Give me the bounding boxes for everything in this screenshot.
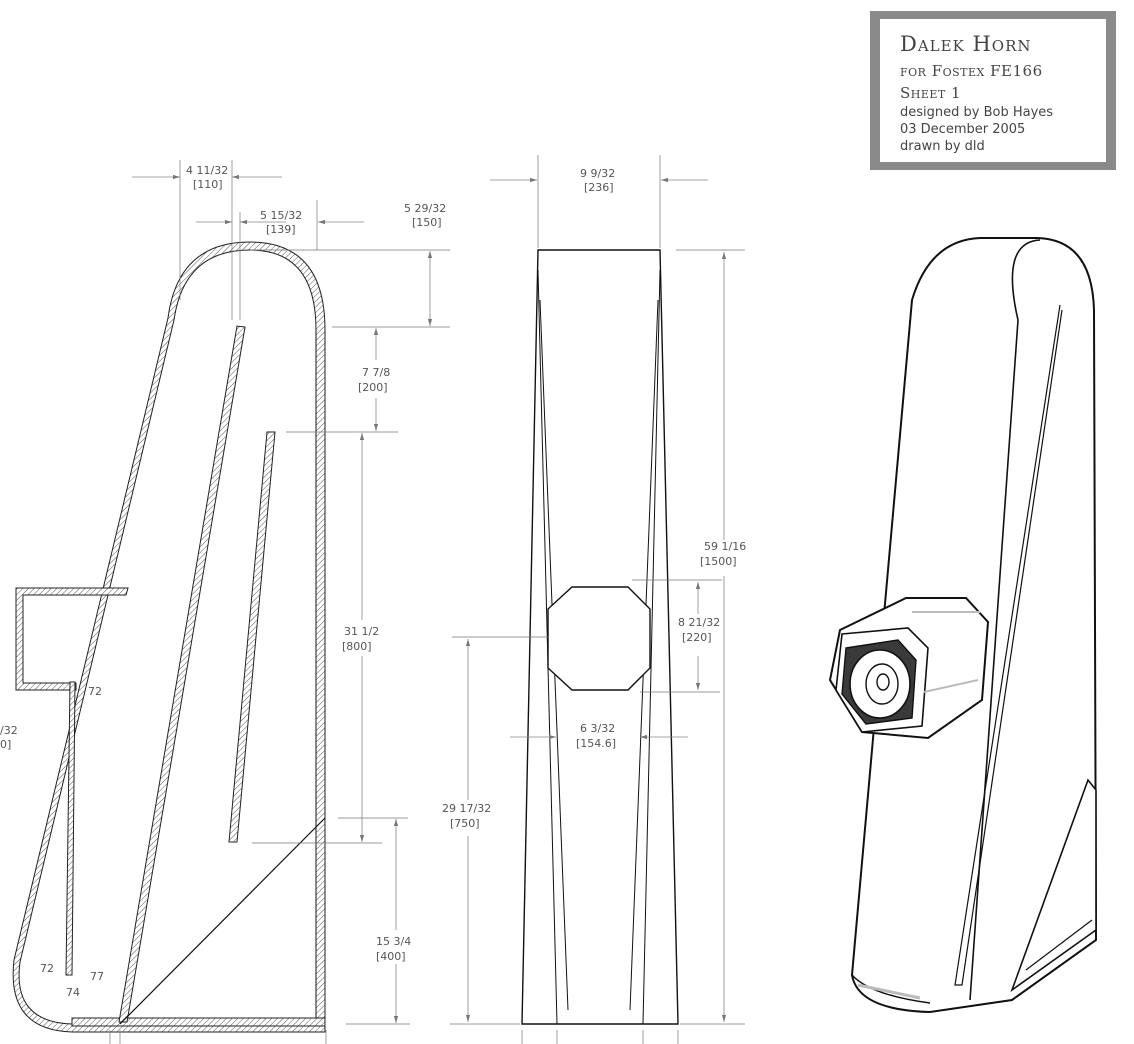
angle-label-4: 77 <box>90 970 104 983</box>
partition-long <box>118 325 246 1023</box>
bottom-plate <box>71 1017 326 1027</box>
dim-cut-partial-mm: 0] <box>0 738 11 751</box>
dim-59-1-16: 59 1/16 <box>704 540 746 553</box>
front-outline <box>521 249 679 1025</box>
angle-label-1: 72 <box>88 685 102 698</box>
outer-shell-wall <box>12 241 326 1033</box>
title-text: Dalek Horn <box>900 32 1032 56</box>
drafter-text: drawn by dld <box>900 139 985 154</box>
date-text: 03 December 2005 <box>900 122 1025 137</box>
dim-400: [400] <box>376 950 406 963</box>
dim-150: [150] <box>412 216 442 229</box>
title-block: Dalek Horn for Fostex FE166 Sheet 1 desi… <box>870 11 1116 170</box>
dim-4-11-32: 4 11/32 <box>186 164 228 177</box>
dim-5-15-32: 5 15/32 <box>260 209 302 222</box>
front-view: 9 9/32 [236] 59 1/16 [1500] 8 21/32 [220… <box>442 155 746 1044</box>
subtitle-text: for Fostex FE166 <box>900 62 1043 80</box>
sheet-text: Sheet 1 <box>900 84 961 102</box>
dim-200: [200] <box>358 381 388 394</box>
dim-15-3-4: 15 3/4 <box>376 935 411 948</box>
dim-139: [139] <box>266 223 296 236</box>
mouth-line <box>119 817 326 1025</box>
side-section-view: 72 72 74 77 <box>12 241 326 1033</box>
angle-label-2: 72 <box>40 962 54 975</box>
driver-box-wall <box>15 587 129 691</box>
iso-mouth <box>1010 778 1097 993</box>
dim-1500: [1500] <box>700 555 737 568</box>
partition-upper <box>228 431 276 843</box>
dim-800: [800] <box>342 640 372 653</box>
iso-mouth-line <box>1025 919 1093 971</box>
dim-29-17-32: 29 17/32 <box>442 802 491 815</box>
dim-31-1-2: 31 1/2 <box>344 625 379 638</box>
dim-5-29-32: 5 29/32 <box>404 202 446 215</box>
front-driver-octagon <box>547 586 651 691</box>
iso-slot <box>954 304 1063 986</box>
dim-220: [220] <box>682 631 712 644</box>
iso-driver-dustcap <box>876 673 890 691</box>
iso-front-edge <box>969 239 1041 1001</box>
dim-9-9-32: 9 9/32 <box>580 167 615 180</box>
designer-text: designed by Bob Hayes <box>900 105 1053 120</box>
dim-6-3-32: 6 3/32 <box>580 722 615 735</box>
isometric-view <box>828 237 1098 1014</box>
partition-driver <box>65 681 76 976</box>
dim-cut-partial: /32 <box>0 724 18 737</box>
dim-110: [110] <box>193 178 223 191</box>
dim-750: [750] <box>450 817 480 830</box>
dim-8-21-32: 8 21/32 <box>678 616 720 629</box>
title-block-inner <box>880 19 1106 162</box>
angle-label-3: 74 <box>66 986 80 999</box>
dim-7-7-8: 7 7/8 <box>362 366 390 379</box>
dim-236: [236] <box>584 181 614 194</box>
front-taper-right-1 <box>642 269 661 1025</box>
iso-bottom-rim <box>851 974 931 1004</box>
side-dimensions: 4 11/32 [110] 5 15/32 [139] 5 29/32 [150… <box>0 160 450 1044</box>
dim-154-6: [154.6] <box>576 737 616 750</box>
